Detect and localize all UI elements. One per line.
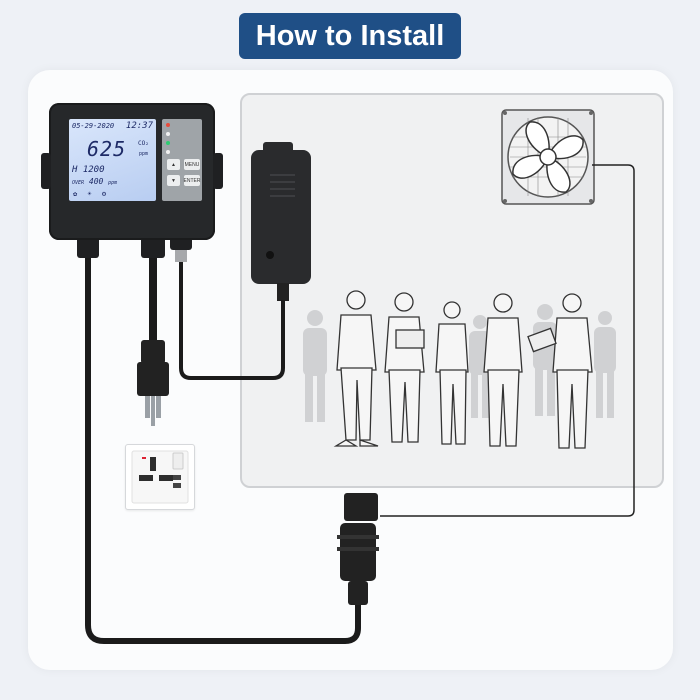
co2-label: CO₂ (138, 140, 149, 147)
led-indicator (166, 132, 170, 136)
led-indicator (166, 150, 170, 154)
co2-sensor-probe (251, 142, 311, 301)
down-button[interactable]: ▼ (167, 175, 180, 186)
high-setpoint: H 1200 (72, 165, 105, 175)
mount-tab-left (41, 153, 51, 189)
menu-button[interactable]: MENU (184, 159, 200, 170)
co2-reading: 625 (87, 137, 127, 161)
status-icons: ✿ ☀ ⚙ (73, 190, 110, 198)
display-date: 05-29-2020 (72, 122, 115, 130)
low-setpoint: OVER 400 ppm (72, 177, 117, 186)
led-indicator (166, 123, 170, 127)
mount-tab-right (213, 153, 223, 189)
relay-adapter-icon (337, 493, 379, 605)
office-people-illustration (303, 304, 616, 422)
outlet-faceplate (131, 450, 189, 504)
display-time: 12:37 (125, 121, 153, 131)
ppm-unit-label: ppm (139, 151, 149, 157)
low-unit: ppm (108, 180, 118, 186)
low-value: 400 (88, 177, 104, 186)
lcd-display: 05-29-2020 12:37 625 CO₂ ppm H 1200 OVER… (69, 119, 156, 201)
fan-icon (501, 109, 595, 205)
enter-button[interactable]: ENTER (184, 175, 200, 186)
wall-outlet-icon (125, 444, 195, 510)
led-indicator (166, 141, 170, 145)
up-button[interactable]: ▲ (167, 159, 180, 170)
control-keypad: ▲ MENU ▼ ENTER (162, 119, 202, 201)
power-plug-icon (137, 340, 169, 426)
office-people-sketch (333, 290, 593, 449)
low-prefix: OVER (72, 180, 85, 186)
page-title: How to Install (239, 13, 461, 59)
